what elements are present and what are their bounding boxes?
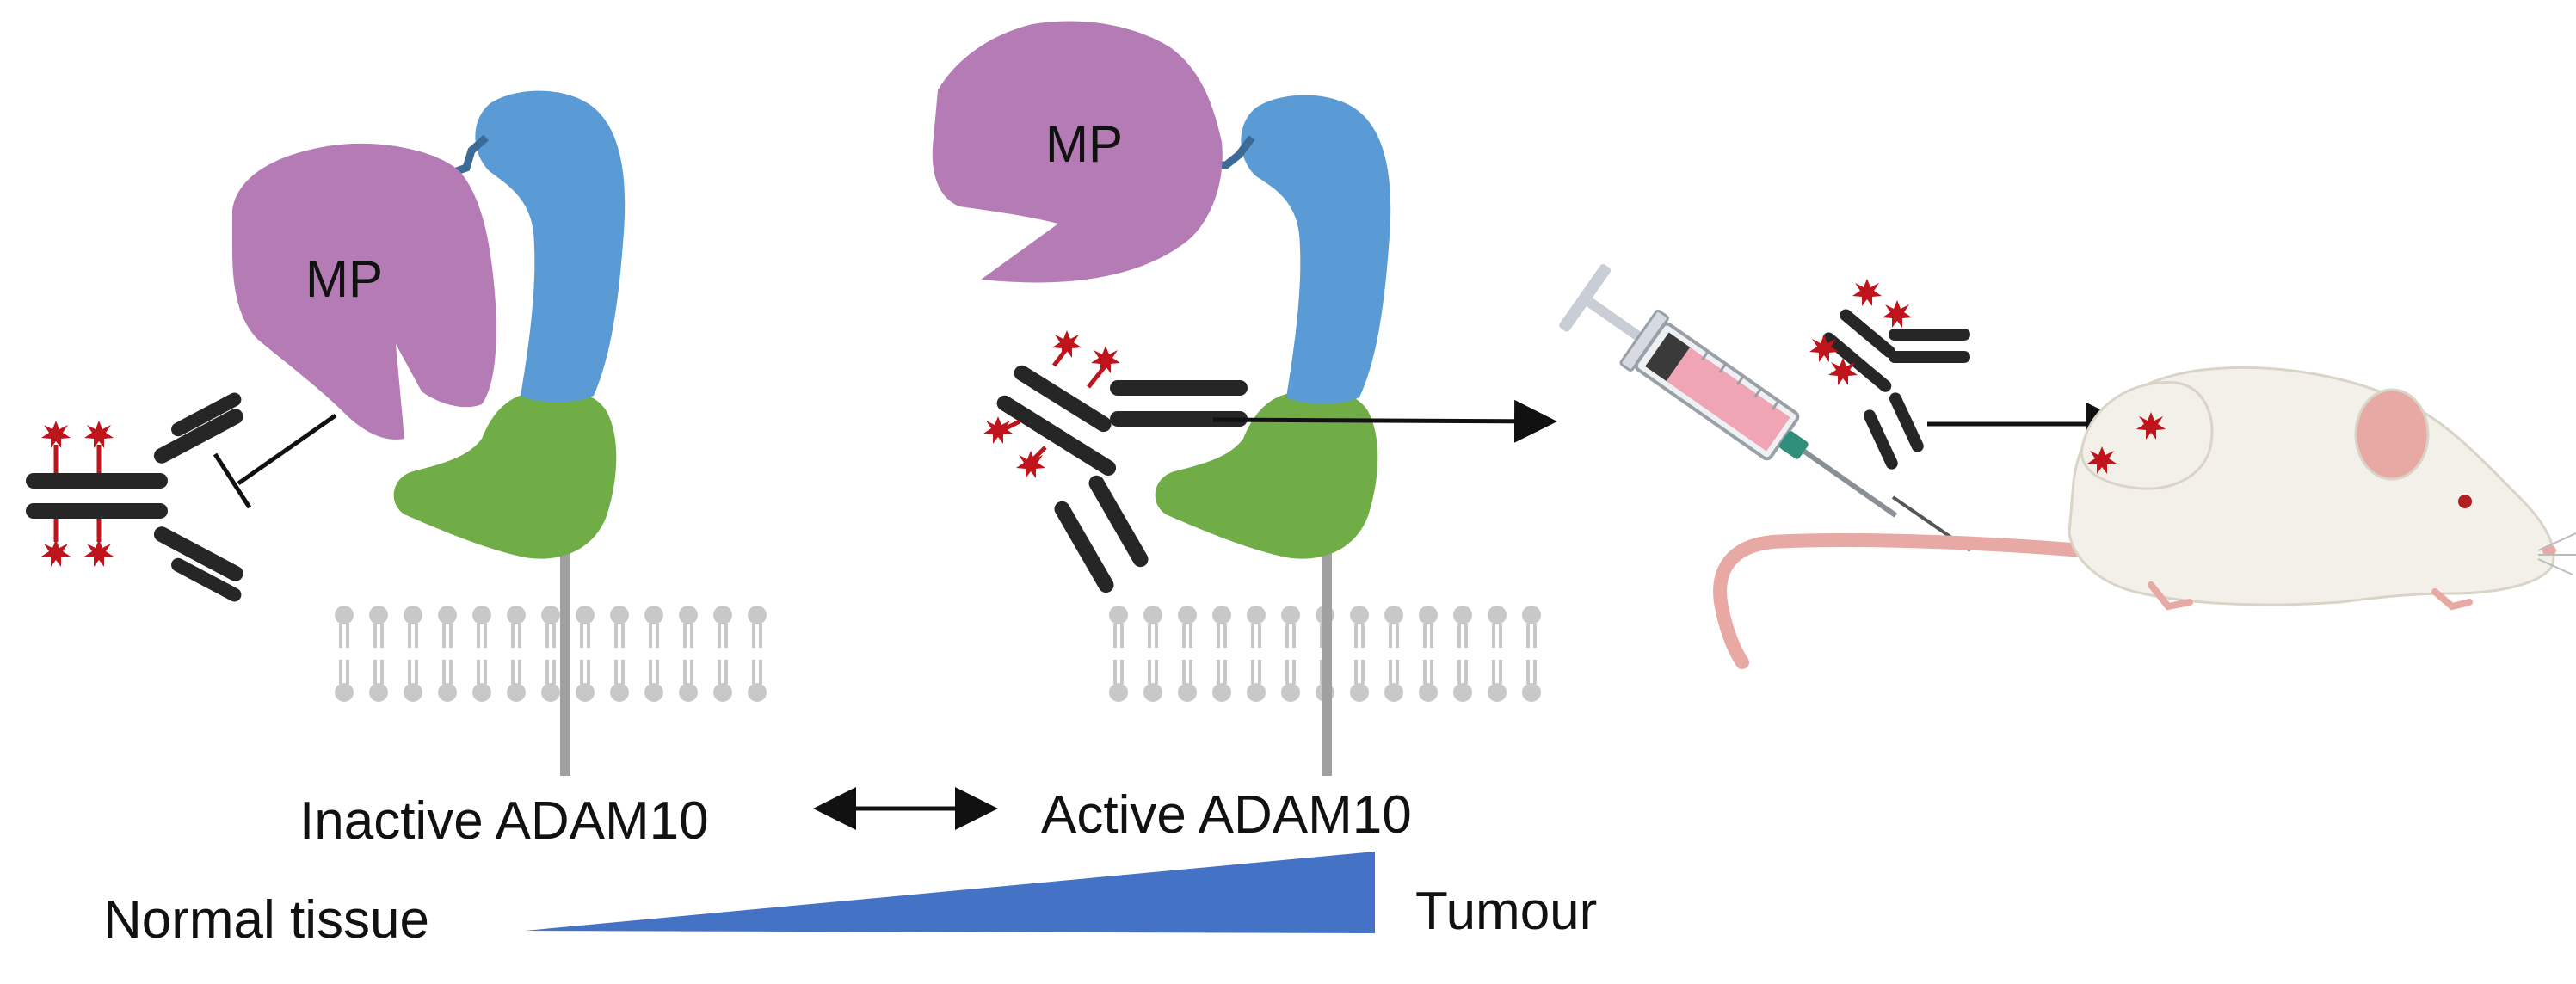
antibody-left (26, 392, 243, 602)
mouse-foot-back (2148, 581, 2193, 611)
mouse-whiskers (2537, 532, 2576, 575)
linker-left (453, 134, 489, 176)
mouse-tail (1713, 533, 2089, 669)
arrow-to-syringe (1212, 399, 1557, 443)
mp-label-right: MP (1045, 115, 1123, 173)
cysteine-rich-domain-left (475, 90, 626, 403)
inhibition-bar (213, 452, 252, 509)
disintegrin-domain-right (1155, 388, 1378, 559)
label-tumour: Tumour (1415, 882, 1597, 941)
mouse (1713, 366, 2576, 669)
membrane-left (333, 604, 768, 704)
inactive-adam10-group: MP (26, 90, 768, 776)
gradient-wedge (525, 852, 1375, 933)
disintegrin-domain-left (393, 388, 617, 559)
mouse-ear (2354, 388, 2430, 481)
mp-label-left: MP (305, 250, 383, 308)
mouse-eye (2458, 495, 2472, 508)
antibody-middle (983, 330, 1248, 593)
transmembrane-stalk-right (1322, 550, 1332, 776)
metalloprotease-domain-right (932, 21, 1223, 283)
active-adam10-group: MP (932, 21, 1543, 776)
label-normal-tissue: Normal tissue (103, 890, 429, 950)
antibody-right (1809, 279, 1970, 470)
transmembrane-stalk-left (560, 550, 570, 776)
metalloprotease-domain-left (232, 143, 496, 440)
label-active-adam10: Active ADAM10 (1041, 785, 1412, 845)
label-inactive-adam10: Inactive ADAM10 (299, 791, 709, 851)
cysteine-rich-domain-right (1241, 95, 1391, 404)
inhibition-line (237, 413, 337, 486)
mouse-foot-front (2431, 588, 2473, 611)
syringe (1559, 263, 1898, 518)
